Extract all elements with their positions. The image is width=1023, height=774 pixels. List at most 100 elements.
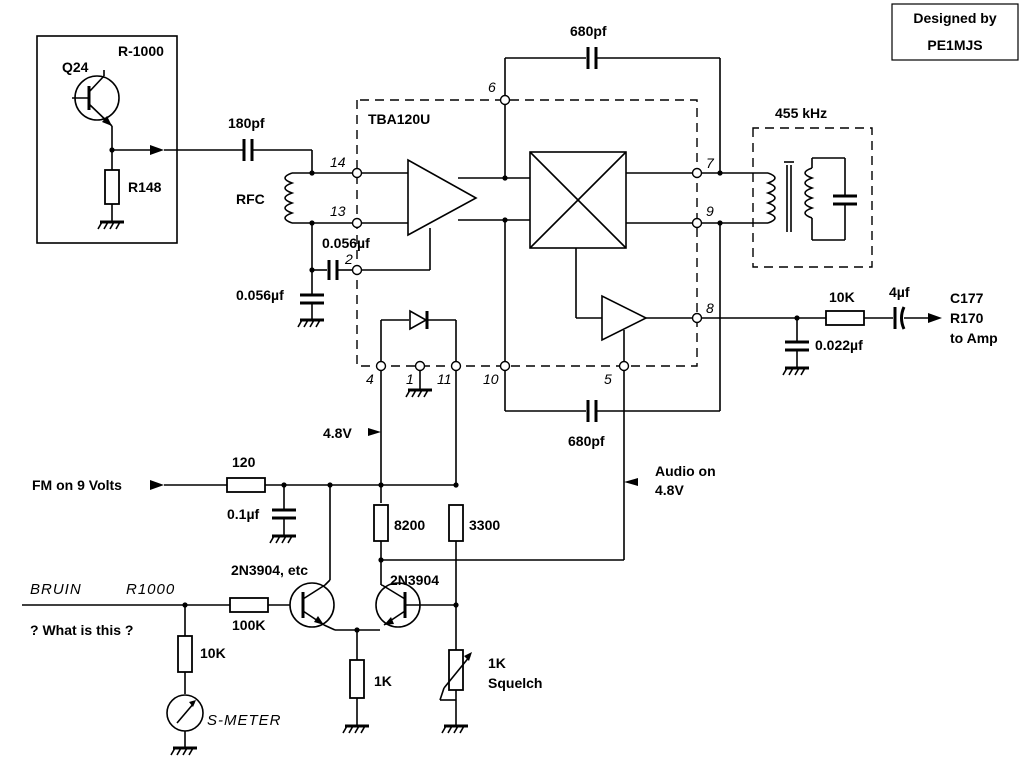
if-transformer: [765, 157, 857, 241]
ground-icon: [342, 724, 369, 734]
transistor-1-label: 2N3904, etc: [231, 562, 308, 578]
designer-line1: Designed by: [913, 10, 996, 26]
res-10k-output: [825, 310, 865, 326]
cap-0022uf-label: 0.022µf: [815, 337, 863, 353]
designer-credit: Designed by PE1MJS: [891, 3, 1019, 61]
pin-6-label: 6: [488, 79, 496, 95]
rfc-label: RFC: [236, 191, 265, 207]
pot-1k-label: 1K: [488, 655, 506, 671]
q24-transistor-symbol: [72, 75, 120, 127]
pin-1-label: 1: [406, 371, 414, 387]
if-amplifier: [407, 158, 478, 237]
pin-9-label: 9: [706, 203, 714, 219]
s-meter-label: S-METER: [207, 712, 282, 729]
pin-8: [691, 312, 703, 324]
fm-supply-label: FM on 9 Volts: [32, 477, 122, 493]
res-10k-meter-label: 10K: [200, 645, 226, 661]
pin-1: [414, 360, 426, 372]
pin-5-label: 5: [604, 371, 612, 387]
audio-on-line1: Audio on: [655, 463, 716, 479]
cap-680pf-top-label: 680pf: [570, 23, 607, 39]
transistor-2-label: 2N3904: [390, 572, 439, 588]
pin-13: [351, 217, 363, 229]
audio-on-line2: 4.8V: [655, 482, 684, 498]
squelch-potentiometer: [448, 649, 464, 691]
ground-icon: [269, 534, 296, 544]
ground-icon: [441, 724, 468, 734]
cap-680pf-bottom-label: 680pf: [568, 433, 605, 449]
cap-0056-upper: [327, 260, 339, 280]
res-8200: [373, 504, 389, 542]
ground-icon: [782, 366, 809, 376]
s-meter-icon: [166, 694, 204, 732]
ic-outline: [356, 99, 698, 367]
cap-0056-upper-label: 0.056µf: [322, 235, 370, 251]
res-3300: [448, 504, 464, 542]
cap-0056-lower-label: 0.056µf: [236, 287, 284, 303]
res-10k-output-label: 10K: [829, 289, 855, 305]
pin-13-label: 13: [330, 203, 346, 219]
if-filter-outline: [752, 127, 873, 268]
rfc-coil: [284, 172, 312, 224]
r148-resistor: [104, 169, 120, 205]
bruin-label: BRUIN: [30, 581, 82, 598]
cap-680pf-bottom: [586, 400, 598, 422]
pin-10-label: 10: [483, 371, 499, 387]
ground-icon: [170, 746, 197, 756]
res-100k: [229, 597, 269, 613]
ground-icon: [297, 318, 324, 328]
ground-icon: [405, 388, 432, 398]
pin-8-label: 8: [706, 300, 714, 316]
squelch-label: Squelch: [488, 675, 542, 691]
output-dest-line2: R170: [950, 310, 984, 326]
ic-label: TBA120U: [368, 111, 430, 127]
res-1k-label: 1K: [374, 673, 392, 689]
res-10k-meter: [177, 635, 193, 673]
cap-0056-lower: [300, 293, 324, 305]
pin-14-label: 14: [330, 154, 346, 170]
r148-label: R148: [128, 179, 162, 195]
cap-01uf-label: 0.1µf: [227, 506, 260, 522]
zener-diode: [409, 309, 429, 331]
pin-2: [351, 264, 363, 276]
pin-4-label: 4: [366, 371, 374, 387]
r1000-ref-label: R-1000: [118, 43, 164, 59]
designer-line2: PE1MJS: [927, 37, 982, 53]
ground-icon: [97, 220, 124, 230]
pin-7: [691, 167, 703, 179]
res-120: [226, 477, 266, 493]
pin-5: [618, 360, 630, 372]
transistor-2n3904-1: [289, 582, 335, 628]
demodulator-block: [529, 151, 627, 249]
cap-4uf-label: 4µf: [889, 284, 910, 300]
audio-amplifier: [601, 294, 648, 342]
pin-10: [499, 360, 511, 372]
question-label: ? What is this ?: [30, 622, 133, 638]
r1000-source-block: R-1000 Q24 R148: [36, 35, 178, 244]
output-dest-line3: to Amp: [950, 330, 998, 346]
pin-2-label: 2: [344, 251, 353, 267]
pin-14: [351, 167, 363, 179]
cap-680pf-top: [586, 47, 598, 69]
res-1k: [349, 659, 365, 699]
res-3300-label: 3300: [469, 517, 500, 533]
res-100k-label: 100K: [232, 617, 265, 633]
cap-4uf: [893, 306, 906, 330]
output-dest-line1: C177: [950, 290, 984, 306]
pin-7-label: 7: [706, 155, 715, 171]
pin-4: [375, 360, 387, 372]
pin-6: [499, 94, 511, 106]
res-120-label: 120: [232, 454, 256, 470]
if-filter-label: 455 kHz: [775, 105, 827, 121]
cap-180pf-label: 180pf: [228, 115, 265, 131]
res-8200-label: 8200: [394, 517, 425, 533]
v48-label: 4.8V: [323, 425, 352, 441]
r1000-input-label: R1000: [126, 581, 175, 598]
cap-0022uf: [785, 340, 809, 352]
pin-11-label: 11: [437, 371, 452, 387]
cap-01uf: [272, 508, 296, 520]
pin-9: [691, 217, 703, 229]
pin-11: [450, 360, 462, 372]
cap-180pf: [242, 139, 254, 161]
